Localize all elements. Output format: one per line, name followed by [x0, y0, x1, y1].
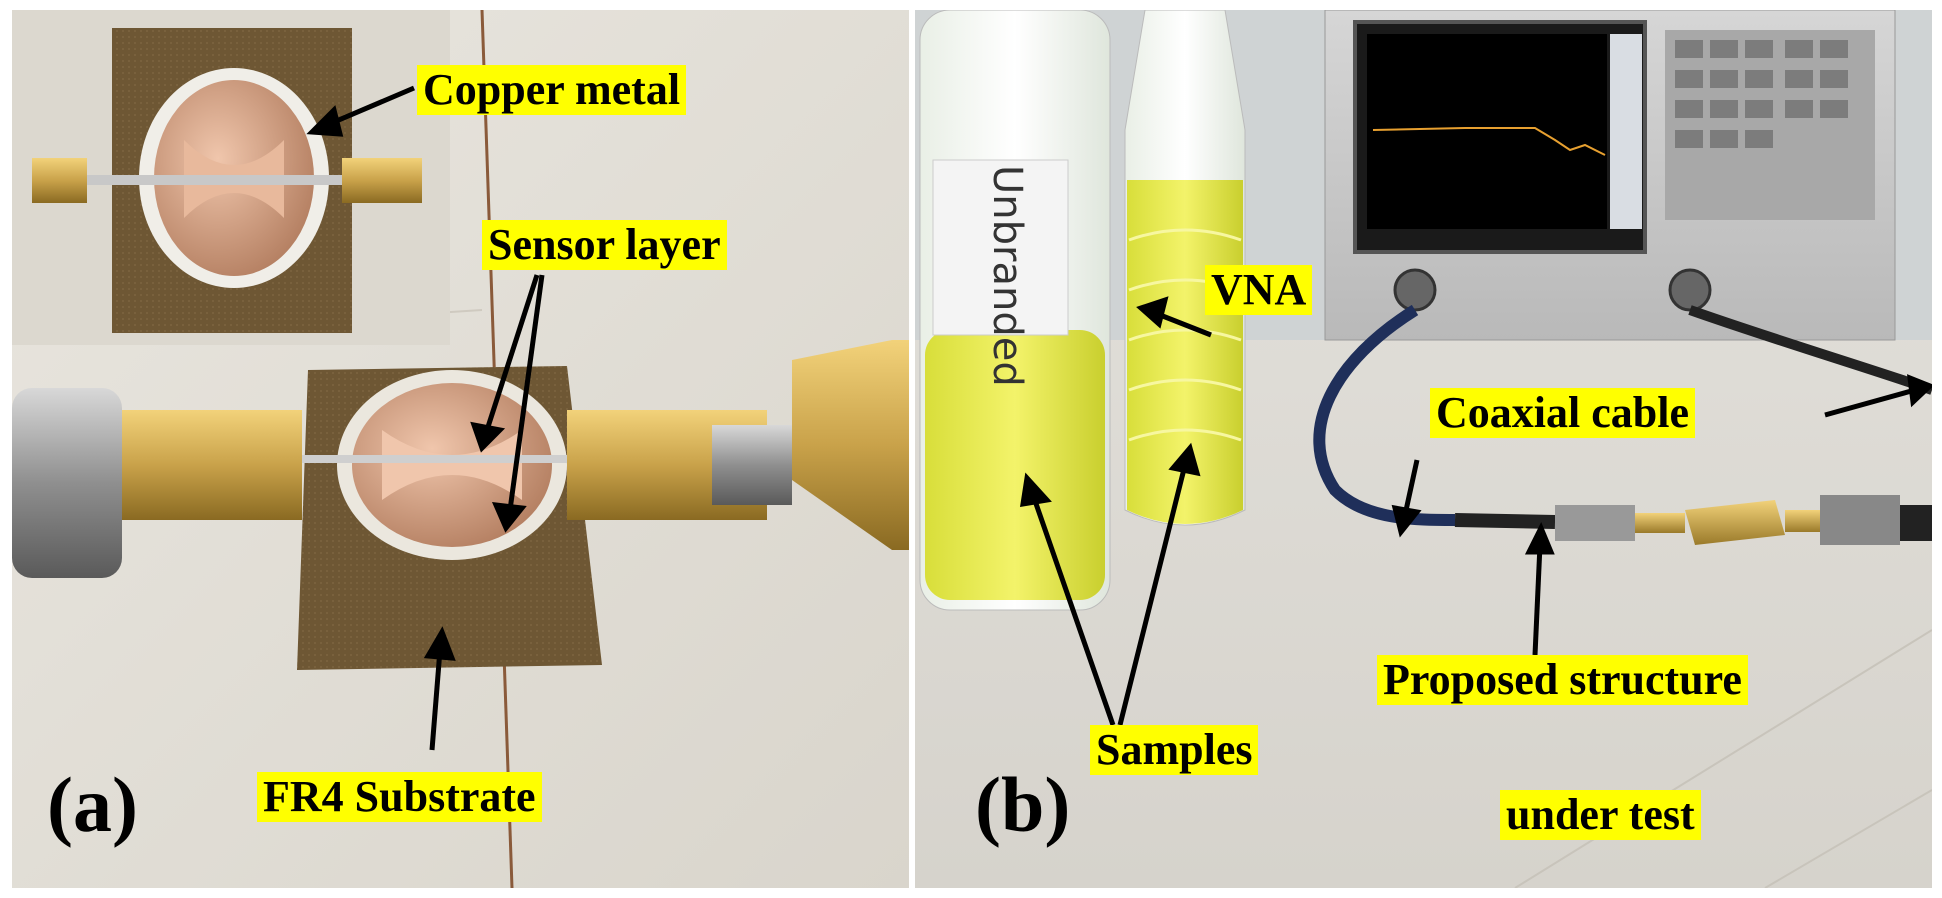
bottle-handwriting: Unbranded: [984, 165, 1030, 387]
panel-letter-a: (a): [47, 761, 138, 848]
vna-instrument: [1324, 10, 1896, 341]
panel-letter-b: (b): [975, 761, 1071, 848]
vna-softkeys: [1610, 34, 1642, 229]
sma-adapter-right: [1820, 495, 1900, 545]
proposed-structure-device: [1685, 500, 1785, 545]
sma-adapter-left: [1555, 505, 1635, 541]
feed-line: [302, 455, 602, 463]
inset-connector-left: [32, 158, 87, 203]
coaxial-cable-black: [1454, 513, 1556, 529]
bottle-unbranded: [919, 10, 1111, 611]
label-fr4-substrate: FR4 Substrate: [257, 772, 542, 822]
label-copper-metal: Copper metal: [417, 65, 687, 115]
main-device: [12, 340, 910, 670]
vna-plot-area: [1367, 34, 1607, 229]
inset-feed-line: [42, 175, 342, 185]
label-under-test: under test: [1500, 790, 1701, 840]
inset-connector-right: [342, 158, 422, 203]
adapter-left: [12, 388, 122, 578]
vna-port-1: [1393, 268, 1437, 312]
label-sensor-layer: Sensor layer: [482, 220, 727, 270]
label-coaxial-cable: Coaxial cable: [1430, 388, 1695, 438]
bottle-plastic: [1124, 10, 1246, 526]
inset-photo: [12, 10, 450, 345]
label-proposed-structure: Proposed structure: [1377, 655, 1748, 705]
panel-a-photo: Copper metal Sensor layer FR4 Substrate …: [12, 10, 910, 888]
sma-connector-left: [122, 410, 302, 520]
knurled-nut: [792, 340, 910, 550]
bottle-label-paper: [932, 159, 1069, 336]
panel-b-photo: Unbranded VNA Coaxial cable Samples Prop…: [915, 10, 1932, 888]
panel-divider: [909, 10, 915, 888]
adapter-right: [712, 425, 792, 505]
vna-trace: [1372, 127, 1606, 156]
vna-port-2: [1668, 268, 1712, 312]
label-vna: VNA: [1205, 265, 1313, 315]
label-samples: Samples: [1090, 725, 1259, 775]
vna-keypad: [1665, 30, 1875, 220]
panel-b-scene: [915, 10, 1932, 888]
panel-a-arrows: [306, 85, 545, 751]
panel-b-arrows: [1020, 296, 1932, 726]
panel-a-scene: [12, 10, 910, 888]
